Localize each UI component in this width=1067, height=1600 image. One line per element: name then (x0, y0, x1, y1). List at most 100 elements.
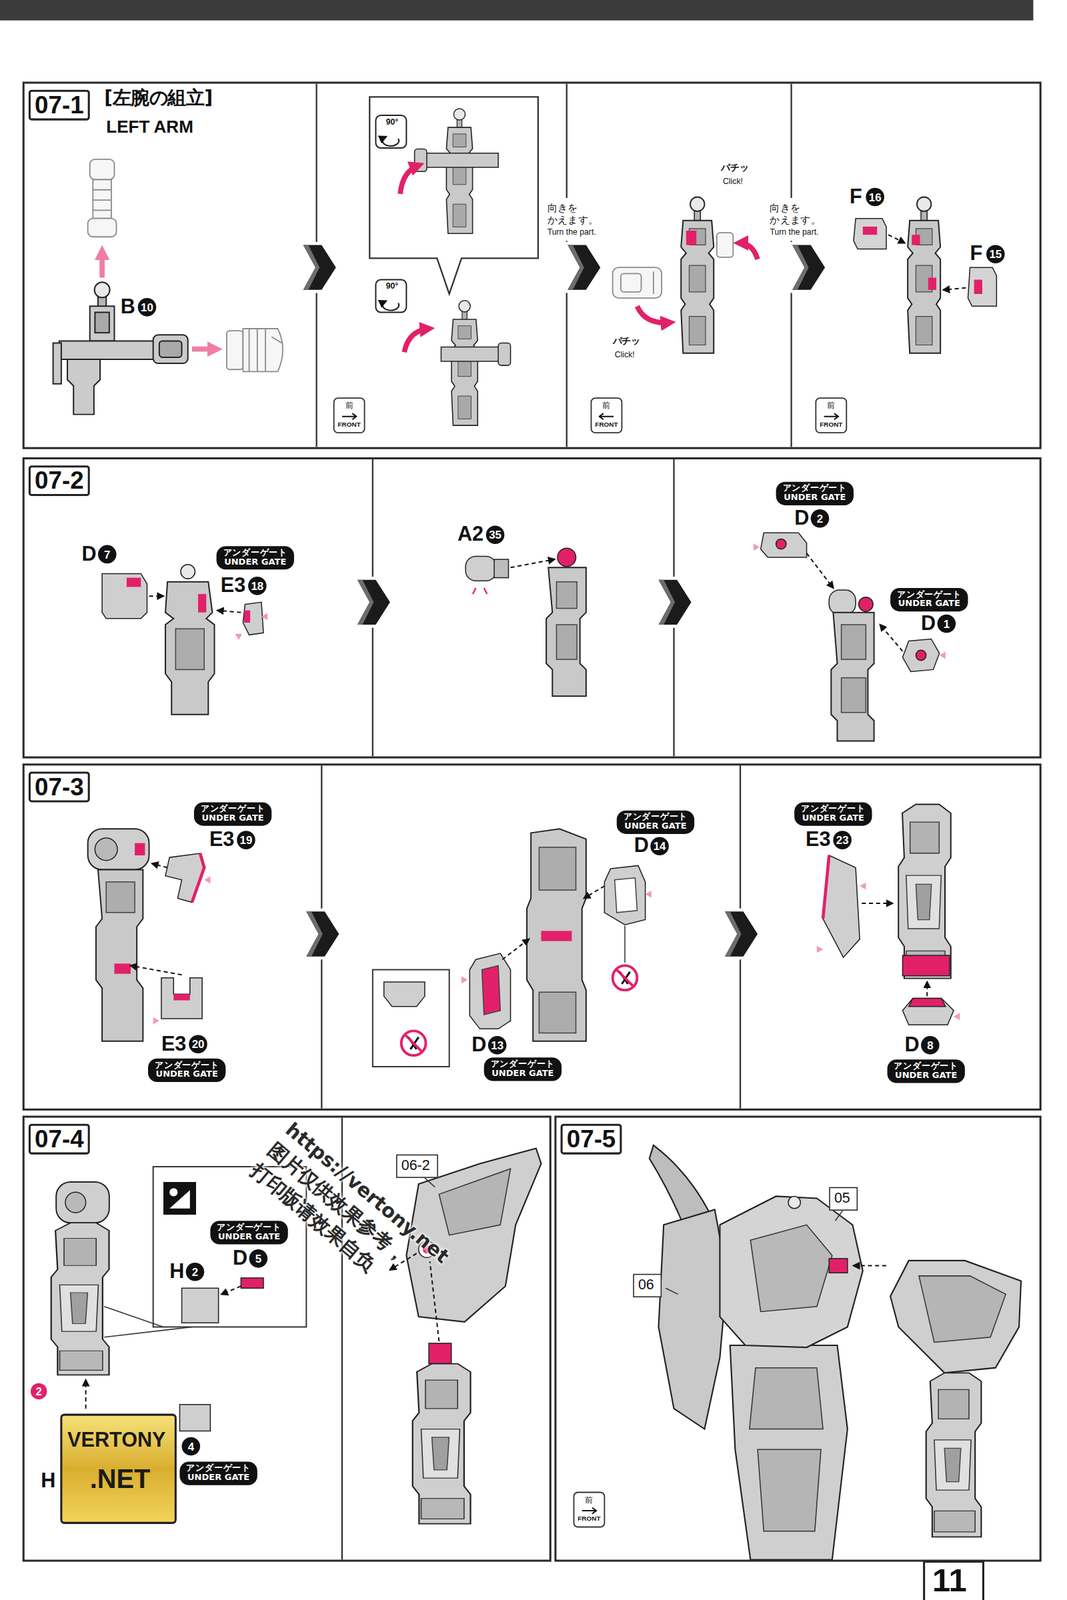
step-07-3-art (401, 1030, 427, 1056)
step-07-2-art (102, 573, 147, 619)
step-07-3-art (469, 953, 511, 1029)
step-07-2-art (354, 576, 391, 629)
part-letter: D (920, 612, 936, 634)
step-07-1-art (192, 346, 217, 353)
step-07-1-art (862, 226, 877, 235)
step-07-4-art (430, 1261, 440, 1342)
step-07-1-art (342, 413, 357, 420)
step-07-1-art (159, 340, 183, 357)
step-07-4-art (169, 1188, 178, 1197)
step-07-3-art (908, 998, 946, 1007)
step-07-1-art (440, 347, 505, 362)
click-note: パチッ (612, 336, 641, 347)
step-07-2-art (180, 564, 195, 579)
step-07-3-art (88, 765, 961, 1109)
section-title: LEFT ARM (106, 118, 194, 139)
step-07-1-art (853, 218, 887, 250)
step-07-1-art (369, 96, 539, 295)
step-07-3-art (902, 955, 949, 977)
part-number: 19 (236, 830, 256, 850)
step-07-1-art (943, 288, 967, 291)
step-07-2-art (760, 532, 807, 558)
step-07-1-art (498, 342, 511, 366)
step-07-4-art (438, 1169, 511, 1236)
step-07-4-art (163, 1182, 197, 1216)
step-07-3-art (645, 890, 652, 899)
step-07-4-art (51, 1223, 110, 1376)
front-icon-text: 前 (815, 402, 847, 411)
under-gate-badge: アンダーゲート UNDER GATE (616, 810, 695, 835)
step-07-2-art (126, 578, 141, 588)
step-07-1-art (90, 159, 115, 181)
step-07-2-art (510, 559, 555, 568)
part-number: 4 (182, 1437, 201, 1457)
front-icon-text: FRONT (334, 421, 365, 429)
front-icon-text: 前 (334, 402, 365, 411)
step-panel: 07-2 (22, 457, 1042, 759)
part-letter: B (120, 296, 136, 317)
step-07-3-art (604, 865, 645, 925)
step-07-3-art (153, 1017, 160, 1025)
turn-note: 向きを かえます。 (769, 202, 825, 227)
step-07-3-art (614, 878, 638, 913)
step-07-1-art (53, 84, 997, 448)
step-07-2-art (217, 610, 241, 613)
part-letter: E3 (805, 828, 831, 850)
step-07-3-art (204, 876, 211, 884)
step-07-4-art (179, 1405, 211, 1432)
step-07-1-art (382, 136, 399, 147)
step-07-2-art (149, 595, 164, 597)
part-number: 18 (248, 576, 267, 596)
step-07-1-art (53, 342, 62, 384)
part-number: 20 (188, 1035, 208, 1055)
step-07-3-art (902, 998, 954, 1025)
part-letter: F (849, 186, 863, 207)
step-07-3-art (384, 982, 425, 1007)
callout-box: 05 (828, 1187, 858, 1212)
step-number: 07-3 (28, 772, 91, 804)
page-number: 11 (932, 1564, 967, 1598)
step-07-3-art (165, 853, 205, 903)
step-07-2-art (556, 582, 577, 609)
under-gate-badge: アンダーゲート UNDER GATE (148, 1058, 226, 1083)
step-number: 07-5 (560, 1124, 623, 1156)
part-number: 35 (486, 526, 505, 545)
step-07-3-art (461, 976, 468, 984)
step-07-3-art (538, 847, 576, 891)
rotate-icon-text: 90° (378, 282, 407, 291)
step-07-5-art (890, 1261, 1021, 1374)
step-07-1-art (53, 282, 189, 415)
step-07-2-art (175, 628, 205, 670)
step-07-3-art (303, 908, 341, 961)
step-07-5-art (719, 1196, 863, 1348)
step-07-2-art (841, 678, 867, 713)
step-07-2-art (244, 610, 251, 623)
step-07-5-art (573, 1492, 605, 1528)
step-07-2-art (465, 556, 497, 581)
step-07-1-art (242, 328, 283, 372)
step-07-3-art (612, 965, 638, 991)
step-07-5-art (665, 1209, 843, 1295)
step-07-3-art (161, 978, 203, 1019)
page-number-frame (924, 1562, 984, 1600)
top-band (0, 0, 1033, 21)
under-gate-badge: アンダーゲート UNDER GATE (194, 802, 272, 826)
part-letter: D (81, 543, 97, 565)
callout-text: 06 (638, 1276, 655, 1294)
under-gate-badge: アンダーゲート UNDER GATE (210, 1221, 288, 1245)
part-letter: D (471, 1034, 487, 1055)
front-icon-text: FRONT (591, 421, 623, 429)
step-07-3-art (953, 1013, 960, 1021)
step-07-1-art (153, 334, 189, 364)
step-07-1-art (88, 159, 117, 237)
logo-text: VERTONY (67, 1429, 166, 1451)
turn-note: 向きを かえます。 (547, 202, 603, 227)
step-panel: 07-1[左腕の組立]LEFT ARM (22, 81, 1042, 449)
step-07-5-art (730, 1345, 848, 1561)
part-letter: E3 (220, 574, 246, 596)
under-gate-badge: アンダーゲート UNDER GATE (776, 482, 854, 506)
step-07-2-art (242, 602, 264, 635)
part-letter: H (169, 1261, 185, 1282)
